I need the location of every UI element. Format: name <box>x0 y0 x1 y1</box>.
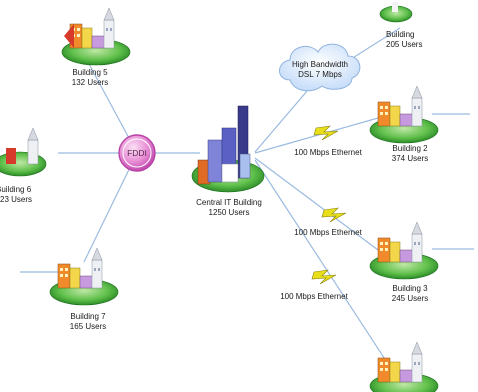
building-5-name: Building 5 <box>72 68 108 77</box>
central-it-building-icon[interactable] <box>191 105 265 193</box>
central-name: Central IT Building <box>196 198 262 207</box>
building-1-icon[interactable] <box>379 2 413 23</box>
fddi-hub-icon[interactable] <box>118 134 156 172</box>
building-2-users: 374 Users <box>391 154 429 163</box>
building-1-users: 205 Users <box>386 40 423 49</box>
building-5-label: Building 5 132 Users <box>60 68 120 88</box>
cloud-label-line1: High Bandwidth <box>291 60 349 69</box>
building-3-name: Building 3 <box>392 284 428 293</box>
link-central-building2 <box>254 117 379 154</box>
building-2-name: Building 2 <box>392 144 428 153</box>
cloud-label: High Bandwidth DSL 7 Mbps <box>282 60 358 80</box>
dsl-cloud <box>279 43 361 92</box>
building-7-label: Building 7 165 Users <box>58 312 118 332</box>
bolt-icon-building3 <box>321 207 347 223</box>
link-label-building2: 100 Mbps Ethernet <box>294 148 362 157</box>
building-3-icon[interactable] <box>369 221 439 280</box>
building-6-name: Building 6 <box>0 185 32 194</box>
building-3-label: Building 3 245 Users <box>382 284 438 304</box>
central-users: 1250 Users <box>208 208 250 217</box>
cloud-label-line2: DSL 7 Mbps <box>298 70 342 79</box>
link-central-building4 <box>254 159 393 371</box>
building-1-name: Building <box>386 30 415 39</box>
building-4-icon[interactable] <box>369 341 439 392</box>
link-central-building3 <box>254 157 379 251</box>
building-6-users: 23 Users <box>0 195 33 204</box>
building-7-icon[interactable] <box>49 247 119 306</box>
building-5-users: 132 Users <box>71 78 109 87</box>
bolt-icon-lower <box>311 269 337 285</box>
building-7-users: 165 Users <box>69 322 107 331</box>
link-hub-building7 <box>83 152 138 263</box>
building-3-users: 245 Users <box>391 294 429 303</box>
link-label-lower: 100 Mbps Ethernet <box>280 292 348 301</box>
building-6-label: Building 6 23 Users <box>0 185 44 205</box>
building-2-label: Building 2 374 Users <box>382 144 438 164</box>
hub-label: FDDI <box>127 148 147 158</box>
building-7-name: Building 7 <box>70 312 106 321</box>
central-label: Central IT Building 1250 Users <box>184 198 274 218</box>
link-label-building3: 100 Mbps Ethernet <box>294 228 362 237</box>
building-5-icon[interactable] <box>61 7 131 66</box>
building-6-icon[interactable] <box>0 127 47 177</box>
bolt-icon-building2 <box>313 125 339 141</box>
building-2-icon[interactable] <box>369 85 439 144</box>
building-1-label: Building 205 Users <box>386 30 446 50</box>
